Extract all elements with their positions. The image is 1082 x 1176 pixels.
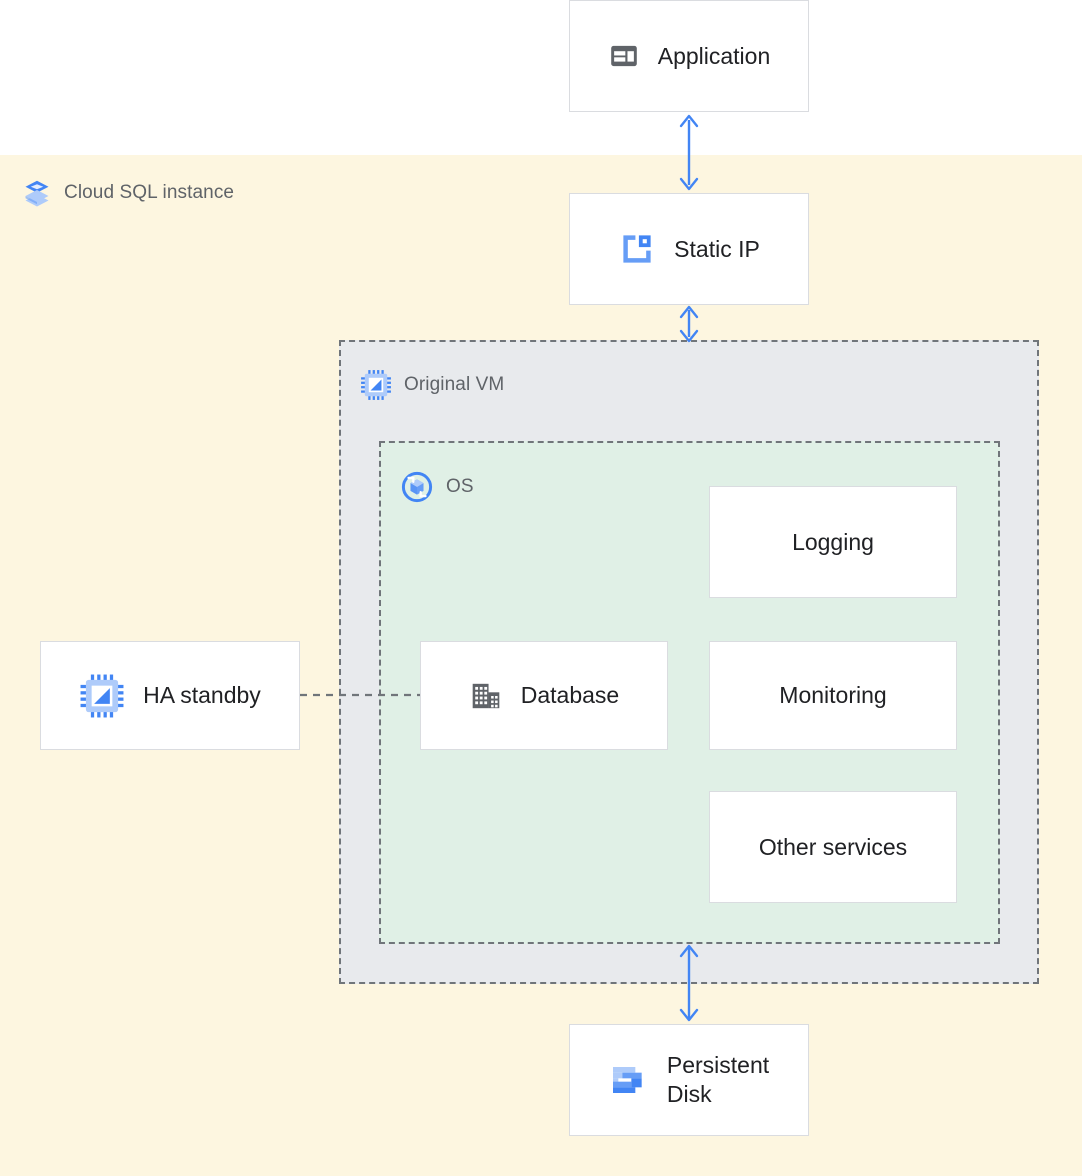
- node-database-label: Database: [520, 682, 620, 709]
- original-vm-label: Original VM: [404, 374, 505, 395]
- database-building-icon: [469, 679, 503, 713]
- vm-chip-icon: [360, 369, 392, 401]
- node-ha-standby-label: HA standby: [143, 682, 261, 709]
- node-static-ip[interactable]: Static IP: [569, 193, 809, 305]
- connector-application-to-static-ip: [679, 114, 699, 191]
- connector-os-to-persistent-disk: [679, 944, 699, 1022]
- cloud-sql-instance-label: Cloud SQL instance: [64, 182, 235, 203]
- persistent-disk-icon: [609, 1060, 649, 1100]
- os-label-group: OS: [400, 470, 474, 504]
- connector-ha-standby-to-database: [300, 693, 420, 697]
- node-ha-standby[interactable]: HA standby: [40, 641, 300, 750]
- original-vm-label-group: Original VM: [360, 369, 504, 401]
- node-other-services[interactable]: Other services: [709, 791, 957, 903]
- node-persistent-disk-label: Persistent Disk: [666, 1052, 770, 1107]
- node-monitoring[interactable]: Monitoring: [709, 641, 957, 750]
- vm-chip-icon: [79, 673, 125, 719]
- os-package-icon: [400, 470, 434, 504]
- node-logging-label: Logging: [792, 528, 874, 555]
- node-persistent-disk[interactable]: Persistent Disk: [569, 1024, 809, 1136]
- os-label: OS: [446, 476, 474, 497]
- node-other-services-label: Other services: [758, 833, 908, 860]
- node-static-ip-label: Static IP: [674, 235, 760, 262]
- application-window-icon: [608, 40, 640, 72]
- connector-static-ip-to-vm: [679, 305, 699, 343]
- node-database[interactable]: Database: [420, 641, 668, 750]
- node-application[interactable]: Application: [569, 0, 809, 112]
- node-logging[interactable]: Logging: [709, 486, 957, 598]
- cloud-sql-instance-label-group: Cloud SQL instance: [22, 178, 234, 208]
- node-application-label: Application: [657, 42, 771, 69]
- static-ip-icon: [618, 230, 656, 268]
- node-monitoring-label: Monitoring: [779, 682, 887, 709]
- cloud-sql-icon: [22, 178, 52, 208]
